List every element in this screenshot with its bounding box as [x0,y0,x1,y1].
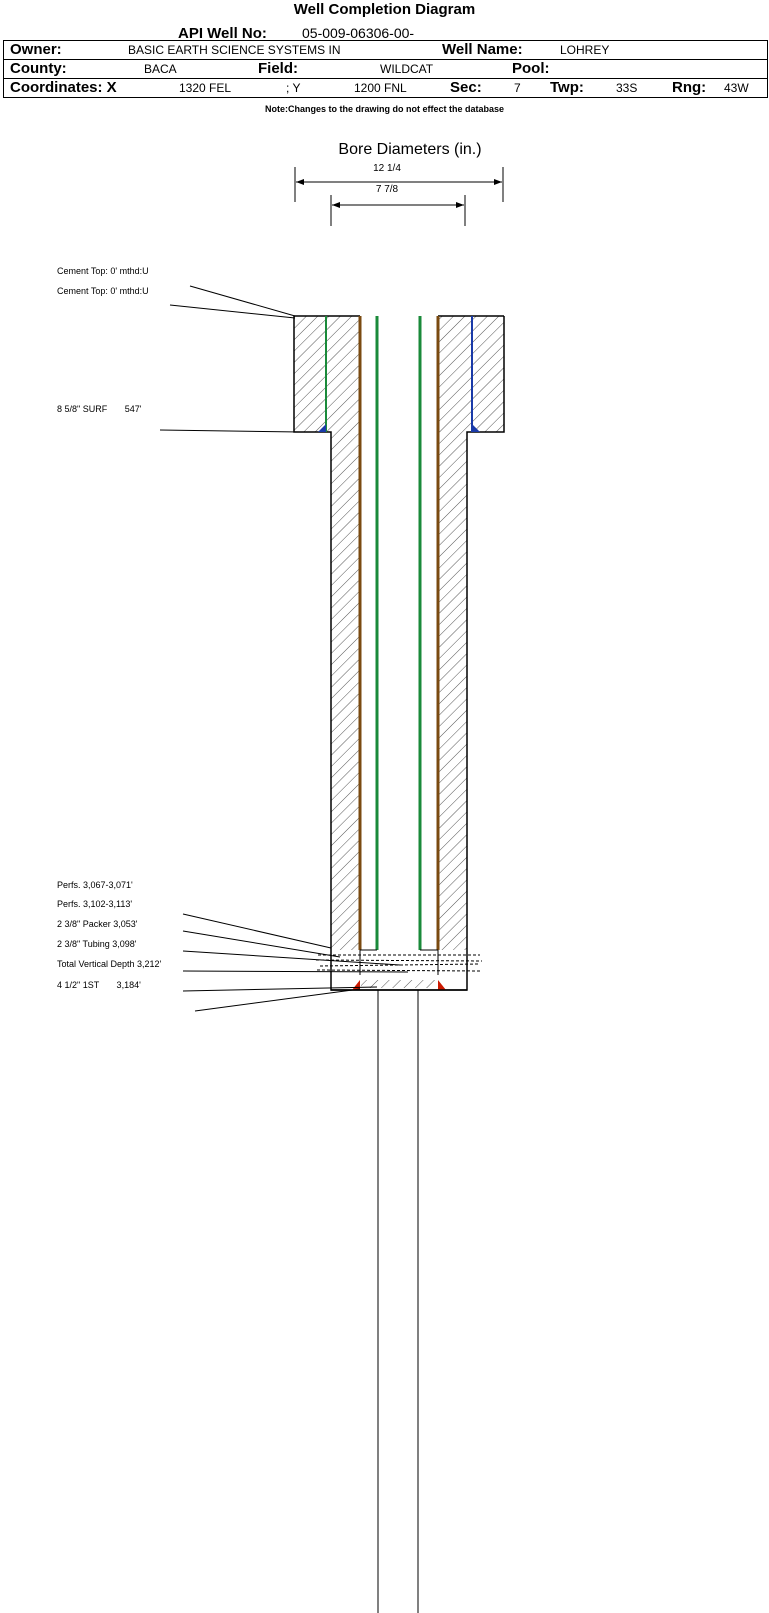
api-well-label: API Well No: [178,25,267,42]
x-coordinate-value: 1320 FEL [179,81,232,95]
tubing-string [375,316,422,950]
perfs-callout-1: Perfs. 3,067-3,071' [57,880,133,890]
pool-label: Pool: [512,60,550,77]
county-value: BACA [144,62,177,76]
leader-lines [159,285,409,1012]
field-label: Field: [258,60,298,77]
owner-value: BASIC EARTH SCIENCE SYSTEMS IN [128,43,341,57]
diagram-title: Well Completion Diagram [293,1,476,18]
perfs-callout-2: Perfs. 3,102-3,113' [57,899,133,909]
cement-top-callout-2: Cement Top: 0' mthd:U [57,286,149,296]
y-coordinate-label: ; Y [286,81,301,95]
well-name-label: Well Name: [442,41,523,58]
owner-row: Owner: BASIC EARTH SCIENCE SYSTEMS IN We… [4,41,767,59]
field-value: WILDCAT [380,62,434,76]
coordinates-label: Coordinates: X [10,79,117,96]
y-coordinate-value: 1200 FNL [354,81,407,95]
county-row: County: BACA Field: WILDCAT Pool: [4,60,767,78]
rng-label: Rng: [672,79,707,96]
cement-top-callout-1: Cement Top: 0' mthd:U [57,266,149,276]
owner-label: Owner: [10,41,62,58]
rng-value: 43W [724,81,749,95]
well-header-table: Owner: BASIC EARTH SCIENCE SYSTEMS IN We… [3,40,768,98]
bore-diameters-title: Bore Diameters (in.) [338,141,482,158]
bottom-hole [331,980,467,991]
inner-bore-dimension: 7 7/8 [375,184,399,195]
rathole-lines [377,990,419,1613]
production-hole-cement [331,432,467,950]
coordinates-row: Coordinates: X 1320 FEL ; Y 1200 FNL Sec… [4,79,767,97]
sec-value: 7 [514,81,521,95]
outer-bore-dimension: 12 1/4 [373,163,401,174]
surface-casing [318,316,480,432]
inner-bore-dimension-line [330,195,466,226]
twp-label: Twp: [550,79,584,96]
surface-casing-callout: 8 5/8" SURF 547' [57,404,142,414]
packer-callout: 2 3/8" Packer 3,053' [57,919,138,929]
tubing-callout: 2 3/8" Tubing 3,098' [57,939,137,949]
county-label: County: [10,60,67,77]
sec-label: Sec: [450,79,482,96]
total-depth-callout: Total Vertical Depth 3,212' [57,959,162,969]
api-well-value: 05-009-06306-00- [302,25,415,41]
production-casing-callout: 4 1/2" 1ST 3,184' [57,980,141,990]
database-note: Note:Changes to the drawing do not effec… [264,104,505,114]
well-name-value: LOHREY [560,43,610,57]
outer-bore-dimension-line [294,167,504,202]
production-casing [352,316,446,990]
twp-value: 33S [616,81,638,95]
